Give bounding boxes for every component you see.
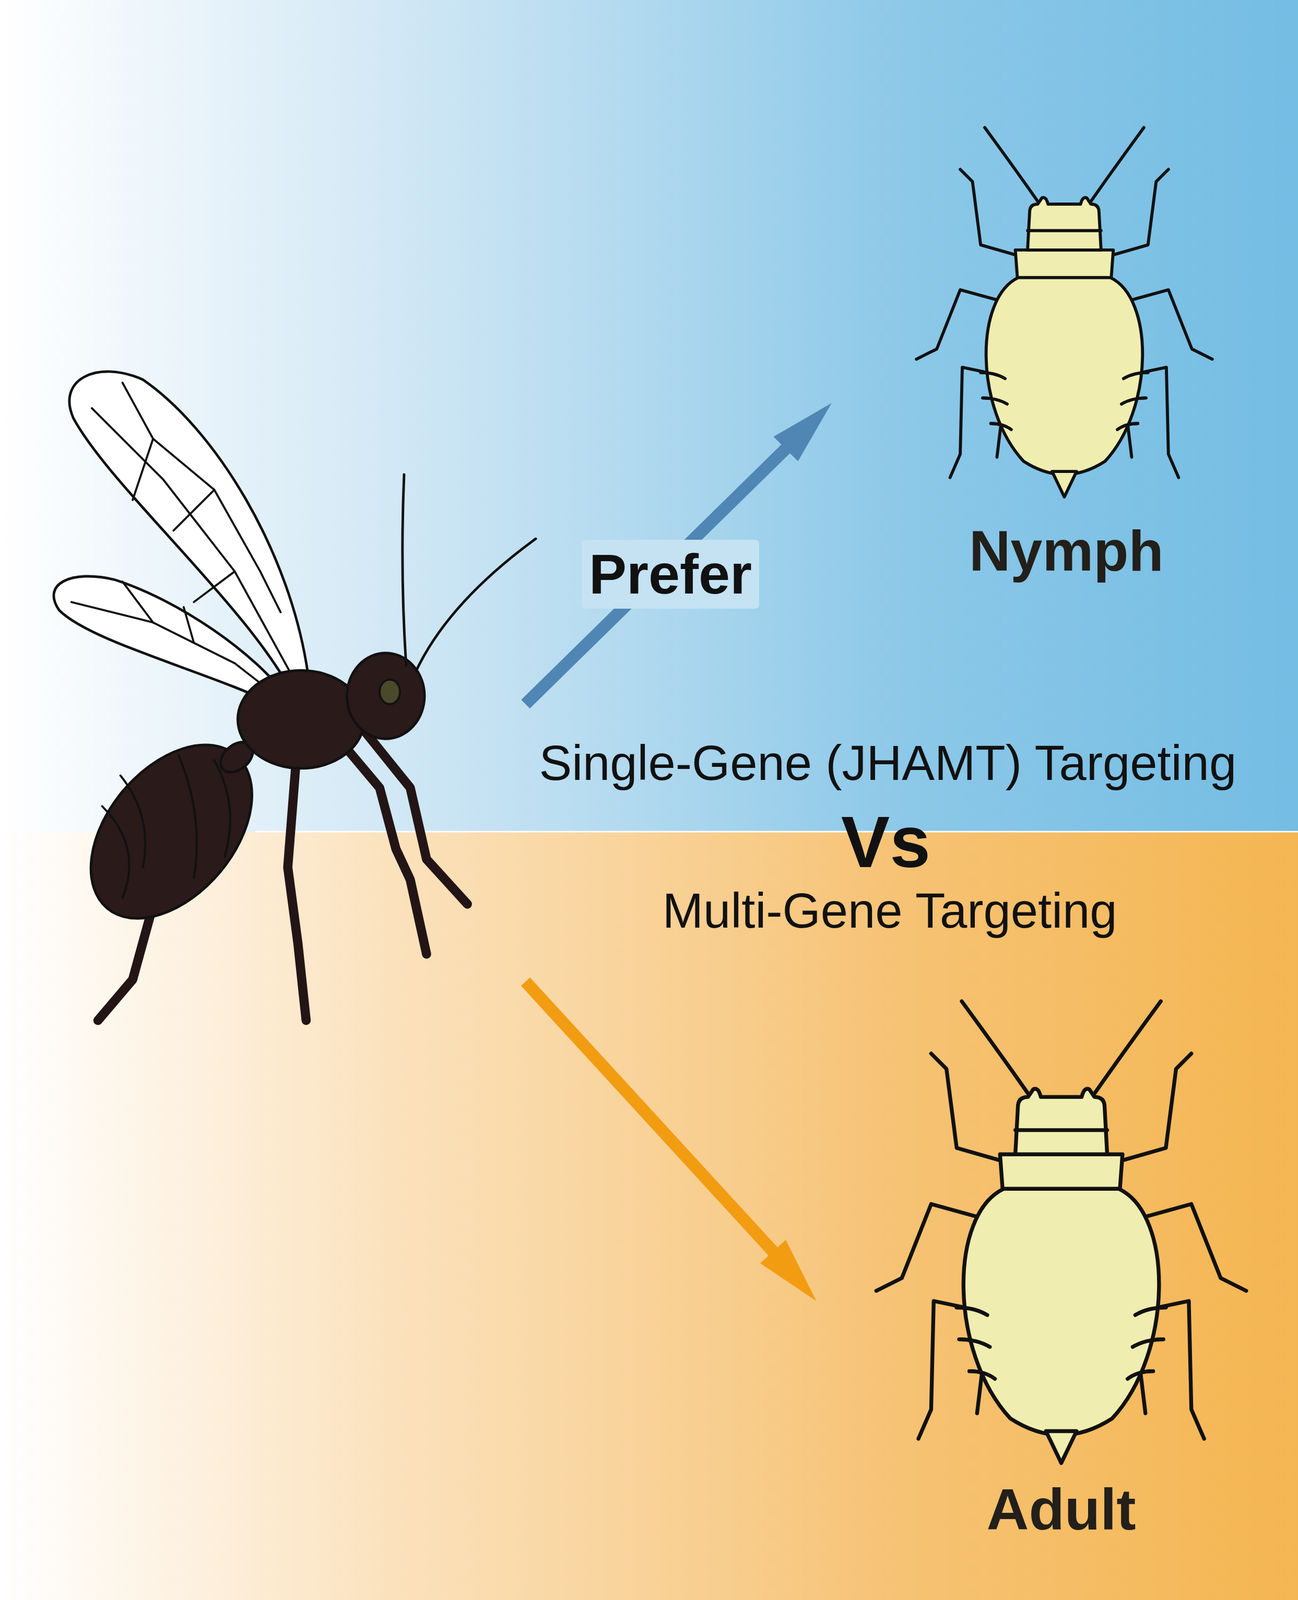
blue-ground [0,0,1298,832]
adult-node: Adult [867,995,1256,1550]
nymph-node: Nymph [898,120,1235,590]
blue-arrow [525,403,832,705]
stage-label: Nymph [898,517,1235,585]
arrow-label: Prefer [581,539,760,609]
orange-ground [0,831,1298,1600]
versus-label: Vs [841,799,931,884]
condition-label: Single-Gene (JHAMT) Targeting [538,735,1237,792]
adult-aphid [876,1001,1246,1464]
divider [255,831,1298,833]
nymph-aphid [916,127,1213,498]
parasitoid-wasp [53,371,536,1021]
condition-label: Multi-Gene Targeting [662,882,1118,940]
stage-label: Adult [867,1476,1256,1544]
orange-arrow [525,981,817,1302]
